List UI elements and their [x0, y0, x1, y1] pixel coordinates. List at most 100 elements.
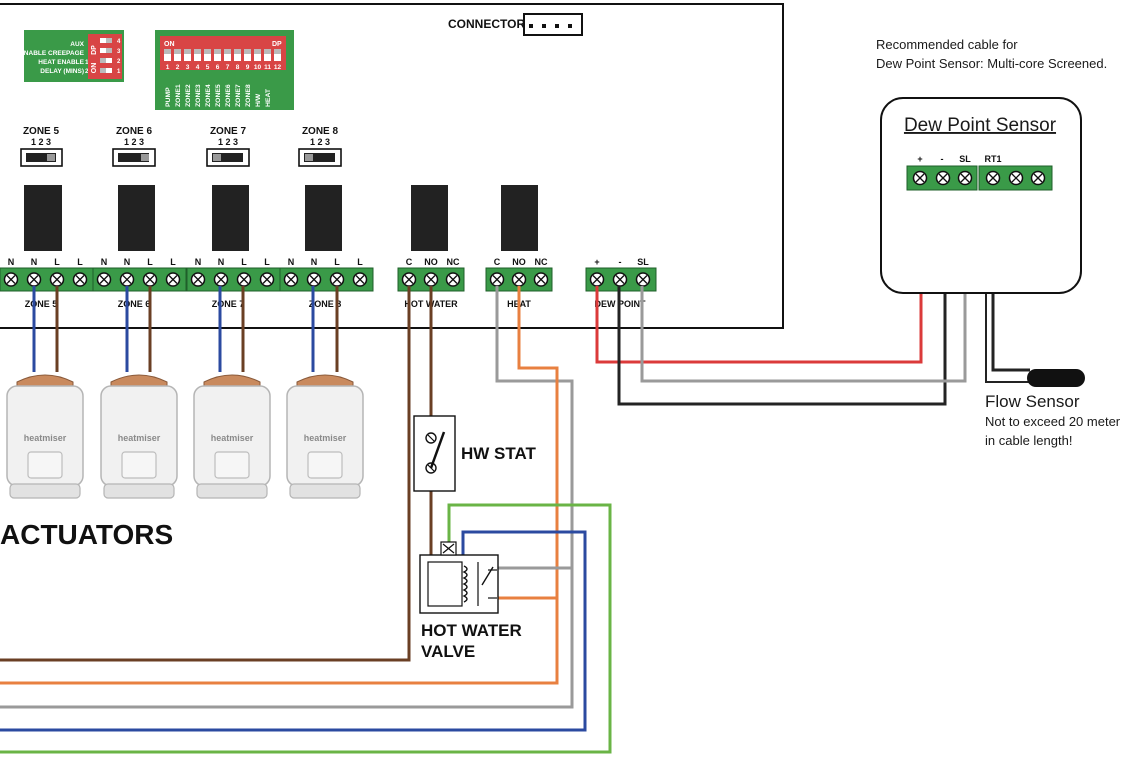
connector-label: CONNECTOR: [448, 17, 525, 31]
dip-num-1: 1: [117, 69, 121, 75]
actuator-base: [103, 483, 175, 499]
terminal-label: L: [264, 257, 270, 267]
dip-key-number: 8: [236, 64, 240, 71]
zone-selector-positions: 1 2 3: [124, 137, 144, 147]
dip-key-number: 12: [274, 64, 282, 71]
dip-value-2: 2: [85, 68, 89, 75]
terminal-label: L: [357, 257, 363, 267]
actuator-brand: heatmiser: [211, 433, 254, 443]
actuator-brand: heatmiser: [118, 433, 161, 443]
relay: [118, 185, 155, 251]
dip-key: [244, 49, 251, 61]
actuator-wires: [32, 286, 339, 372]
flow-sensor-probe: [1027, 369, 1085, 387]
dip-value-1: 1: [85, 59, 89, 66]
hot-water-valve-label-2: VALVE: [421, 642, 475, 661]
dip-label-heat-enable: HEAT ENABLE: [38, 59, 84, 66]
dip-key-number: 11: [264, 64, 271, 71]
screw-slot: [6, 275, 16, 284]
actuator-window: [307, 451, 343, 479]
dip-key-number: 7: [226, 64, 230, 71]
screw-slot: [193, 275, 203, 284]
cable-note-line-1: Recommended cable for: [876, 37, 1018, 52]
dip-key: [214, 49, 221, 61]
zone-selector-title: ZONE 7: [210, 126, 247, 137]
zone-terminal-block: [279, 267, 374, 292]
screw-slot: [448, 275, 458, 284]
screw-slot: [332, 275, 342, 284]
sensor-terminal-label: SL: [959, 154, 971, 164]
zone-selector-title: ZONE 5: [23, 126, 60, 137]
dip-key-number: 6: [216, 64, 220, 71]
terminal-label: C: [406, 257, 413, 267]
screw-slot: [426, 275, 436, 284]
actuator-brand: heatmiser: [304, 433, 347, 443]
zone-selector-title: ZONE 8: [302, 126, 339, 137]
terminal-label: SL: [637, 257, 649, 267]
dip-key: [264, 49, 271, 61]
zone-block-label: ZONE 7: [212, 299, 245, 309]
dip-key: [174, 49, 181, 61]
connector-pin: [542, 24, 546, 28]
dip-label-aux: AUX: [70, 41, 84, 48]
dip-key-number: 4: [196, 64, 200, 71]
zone-selector-positions: 1 2 3: [31, 137, 51, 147]
screw-slot: [638, 275, 648, 284]
connector-pin: [555, 24, 559, 28]
screw-slot: [960, 173, 970, 183]
terminal-label: L: [241, 257, 247, 267]
dip-function-label: ZONE2: [185, 84, 192, 107]
dip-on-label: ON: [91, 63, 98, 74]
screw-slot: [262, 275, 272, 284]
hot-water-valve: [419, 541, 499, 614]
connector-pin: [568, 24, 572, 28]
screw-slot: [988, 173, 998, 183]
flow-sensor-title: Flow Sensor: [985, 392, 1080, 411]
dip-key-slider: [224, 49, 231, 54]
screw-slot: [216, 275, 226, 284]
flow-sensor-note-2: in cable length!: [985, 433, 1072, 448]
dip-function-label: ZONE6: [225, 84, 232, 107]
screw-slot: [239, 275, 249, 284]
screw-slot: [99, 275, 109, 284]
screw-slot: [29, 275, 39, 284]
cable-note-line-2: Dew Point Sensor: Multi-core Screened.: [876, 56, 1107, 71]
dip-num-2: 2: [117, 59, 121, 65]
zone-selector-5: ZONE 5 1 2 3: [20, 126, 63, 167]
dip-key: [274, 49, 281, 61]
connector-socket: [523, 13, 583, 36]
dip-label-delay: DELAY (MINS): [40, 68, 84, 75]
zone-selector-title: ZONE 6: [116, 126, 153, 137]
terminal-label: L: [147, 257, 153, 267]
terminal-label: N: [195, 257, 202, 267]
actuator-window: [214, 451, 250, 479]
dip-key: [204, 49, 211, 61]
relay: [212, 185, 249, 251]
dip-key-slider: [244, 49, 251, 54]
zone-selector-positions: 1 2 3: [310, 137, 330, 147]
screw-slot: [145, 275, 155, 284]
dip-key-slider: [254, 49, 261, 54]
actuators-title: ACTUATORS: [0, 519, 173, 550]
dip-function-label: ZONE1: [175, 84, 182, 107]
terminal-label: NO: [424, 257, 438, 267]
terminal-label: L: [54, 257, 60, 267]
zone-block-label: ZONE 8: [309, 299, 342, 309]
hw-stat-label: HW STAT: [461, 444, 537, 463]
dew-point-sensor: Dew Point Sensor + - SL RT1: [880, 97, 1082, 294]
terminal-label: -: [619, 257, 622, 267]
dip-function-label: ZONE3: [195, 84, 202, 107]
actuator: heatmiser: [286, 374, 364, 499]
screw-slot: [355, 275, 365, 284]
terminal-label: N: [288, 257, 295, 267]
actuator-base: [289, 483, 361, 499]
screw-slot: [286, 275, 296, 284]
screw-slot: [938, 173, 948, 183]
actuator: heatmiser: [6, 374, 84, 499]
terminal-label: L: [77, 257, 83, 267]
dip-key-number: 1: [166, 64, 170, 71]
terminal-label: C: [494, 257, 501, 267]
actuator-brand: heatmiser: [24, 433, 67, 443]
dip-key: [164, 49, 171, 61]
